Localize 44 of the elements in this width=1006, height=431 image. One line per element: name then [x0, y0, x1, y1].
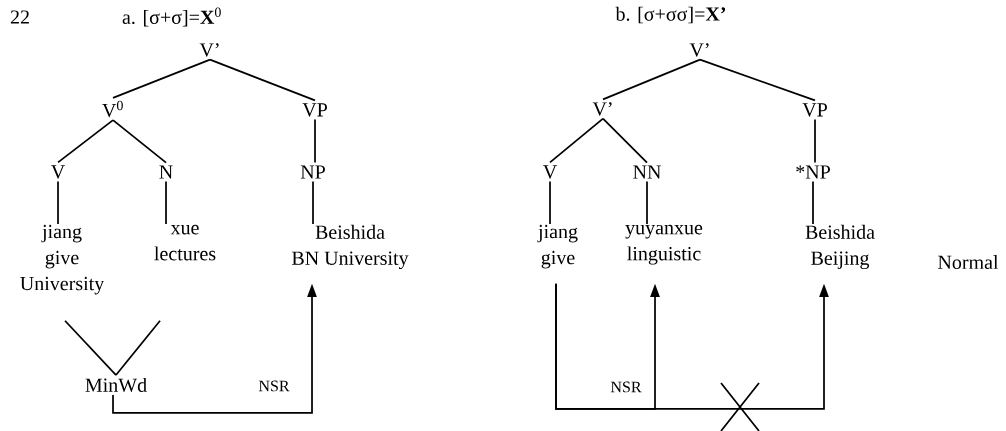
example-number: 22: [10, 10, 29, 24]
domain-label: MinWd: [85, 377, 147, 393]
branch-line: [57, 119, 114, 164]
branch-line: [165, 180, 167, 225]
tree-node-label: V$^{0}$: [102, 100, 123, 118]
branch-line: [646, 180, 648, 225]
branch-line: [314, 118, 316, 164]
tree-node-label: NP: [300, 165, 325, 179]
tree-node-label: V: [51, 165, 65, 179]
branch-line: [549, 180, 551, 225]
word-gloss-column: jiang give University: [20, 224, 105, 295]
branch-line: [602, 58, 701, 101]
branch-line: [549, 117, 604, 164]
branch-line: [57, 180, 59, 225]
gloss-word: Normal: [938, 254, 999, 269]
branch-line: [814, 118, 816, 164]
branch-line: [812, 180, 814, 225]
tree-node-label: VP: [302, 103, 327, 117]
word-gloss-column: xue lectures: [154, 224, 216, 261]
tree-node-label: N: [159, 165, 173, 179]
word-gloss-column: Beishida Beijing: [805, 224, 875, 270]
tree-node-label: V’: [689, 43, 709, 57]
word-gloss-column: jiang give: [537, 224, 578, 269]
edge-label: NSR: [257, 379, 291, 393]
example-title: b. [σ+σσ]=X’: [615, 6, 726, 24]
branch-line: [602, 117, 648, 164]
tree-node-label: V: [543, 165, 557, 179]
branch-line: [312, 180, 314, 225]
branch-line: [209, 58, 316, 102]
branch-line: [64, 319, 117, 376]
tree-node-label: V’: [592, 102, 612, 116]
tree-node-label: V’: [199, 43, 219, 57]
tree-node-label: VP: [802, 103, 827, 117]
branch-line: [112, 119, 167, 164]
edge-label: NSR: [609, 380, 643, 394]
word-gloss-column: Beishida BN University: [292, 224, 409, 270]
example-title: a. [σ+σ]=X$^{0}$: [122, 7, 221, 27]
stress-arrow: [555, 282, 829, 410]
tree-node-label: NN: [633, 165, 661, 179]
word-gloss-column: yuyanxue linguistic: [625, 224, 703, 265]
branch-line: [115, 319, 161, 376]
tree-node-label: *NP: [796, 165, 830, 179]
branch-line: [112, 58, 211, 99]
branch-line: [699, 58, 816, 102]
